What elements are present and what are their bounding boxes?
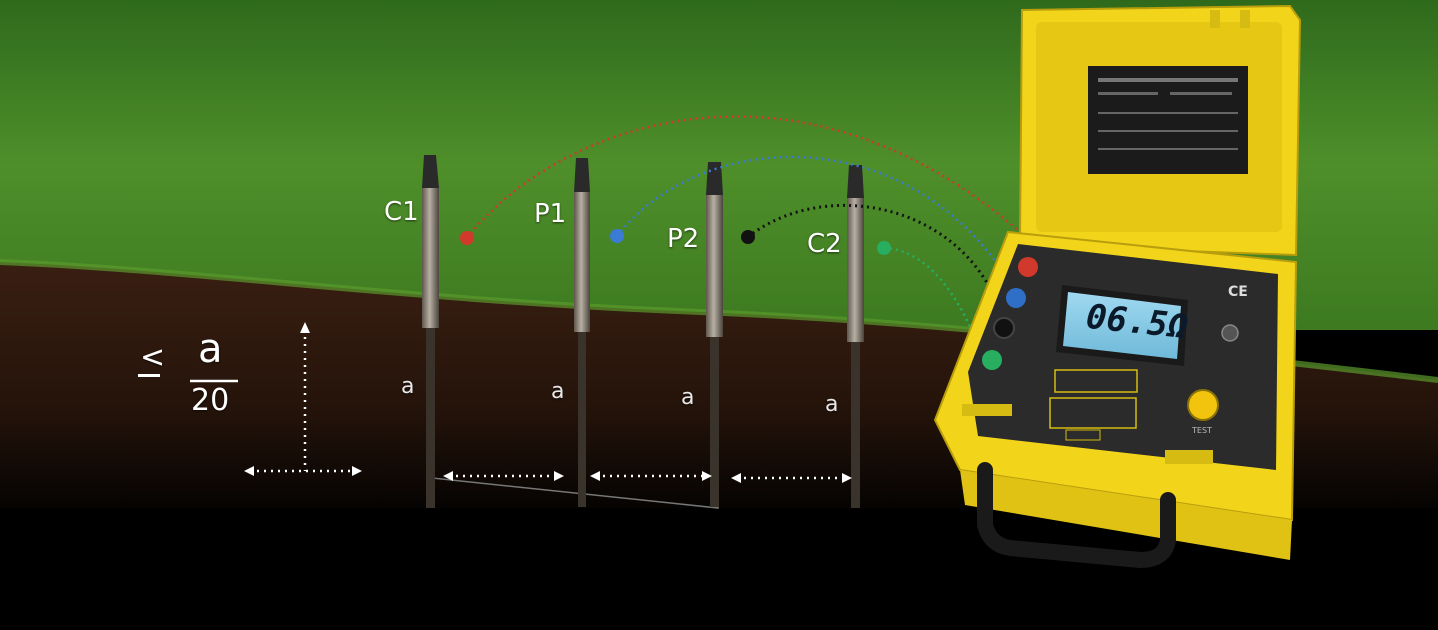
test-button [1187,389,1219,421]
mode-knob [1221,324,1239,342]
lead-p1-blue [616,155,1005,273]
spacing-label-2: a [551,379,565,404]
rod-p1 [574,158,590,507]
spacing-label-4: a [825,392,839,417]
depth-numerator: a [198,326,223,372]
lead-p1-dot [610,229,624,243]
spacing-arrows [250,330,846,480]
rod-c1 [422,155,439,508]
terminal-c2-green [982,350,1002,370]
lid-instruction-panel [1088,66,1248,174]
lead-c1-red [466,115,1021,239]
terminal-p2-black [993,317,1015,339]
lead-c1-dot [460,231,474,245]
terminal-c1-red [1018,257,1038,277]
tester-lid [1018,4,1302,257]
lead-c2-dot [877,241,891,255]
arrow-heads [244,322,852,483]
ce-mark: CE [1228,284,1248,300]
tester-body [933,230,1298,569]
lead-p2-black [747,203,997,299]
less-equal-bar [138,374,160,377]
rod-label-c1: C1 [384,197,419,227]
lead-p2-dot [741,230,755,244]
terminal-p1-blue [1006,288,1026,308]
rod-c2 [847,165,864,508]
carry-handle [977,462,1176,569]
rod-label-c2: C2 [807,229,842,259]
test-button-label: TEST [1192,426,1212,435]
lead-c2-green [883,246,980,346]
spacing-label-3: a [681,385,695,410]
rod-label-p2: P2 [667,224,700,254]
depth-denominator: 20 [191,383,230,418]
lcd-screen [1063,292,1181,359]
rod-label-p1: P1 [534,199,567,229]
less-than-symbol: < [140,340,166,375]
spacing-label-1: a [401,374,415,399]
